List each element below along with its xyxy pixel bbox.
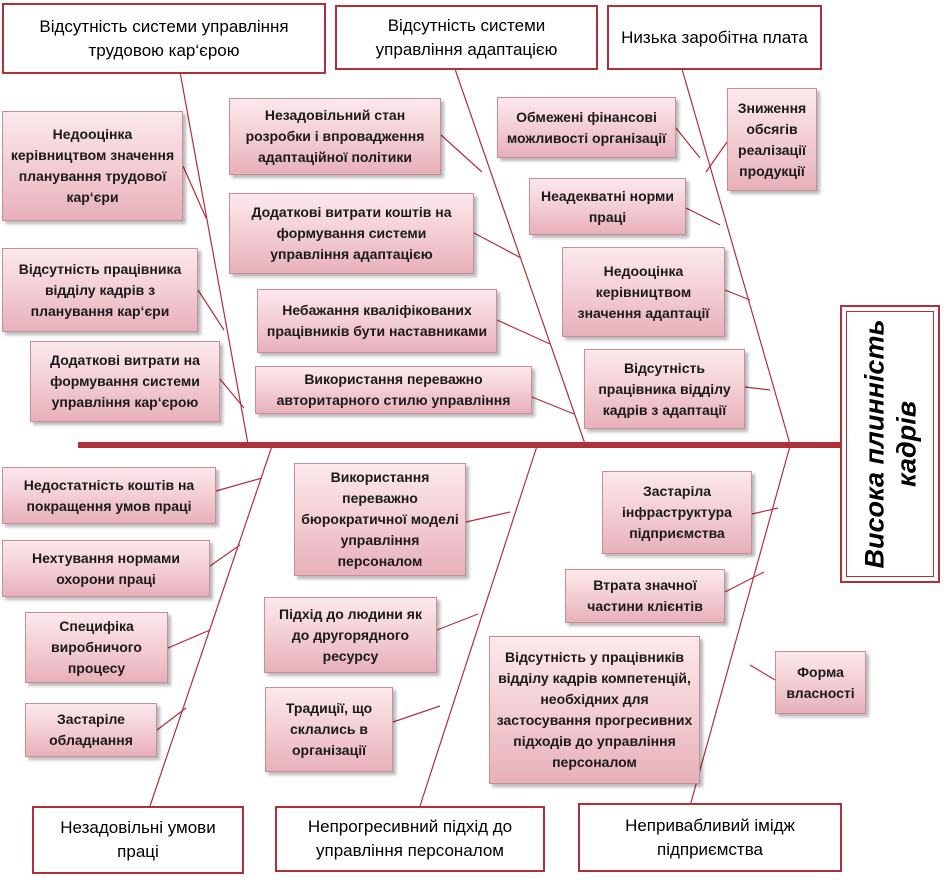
effect-box: Висока плинність кадрів xyxy=(840,305,940,583)
cause-appr-1: Використання переважно бюрократичної мод… xyxy=(294,463,466,576)
cause-salary-1: Обмежені фінансові можливості організаці… xyxy=(497,97,676,158)
bone-adaptation xyxy=(454,68,586,445)
bone-career xyxy=(179,71,249,445)
category-adaptation: Відсутність системи управління адаптаціє… xyxy=(335,5,598,70)
category-approach: Непрогресивний підхід до управління перс… xyxy=(275,806,545,872)
cause-salary-5: Зниження обсягів реалізації продукції xyxy=(727,88,817,191)
bone-approach xyxy=(419,445,538,807)
cause-cond-4: Застаріле обладнання xyxy=(25,703,157,757)
category-image: Непривабливий імідж підприємства xyxy=(578,803,842,872)
effect-title-line1: Висока плинність xyxy=(859,319,889,569)
category-career: Відсутність системи управління трудовою … xyxy=(2,3,326,74)
cause-salary-3: Недооцінка керівництвом значення адаптац… xyxy=(562,247,725,337)
cause-cond-3: Специфіка виробничого процесу xyxy=(25,612,168,683)
bone-salary xyxy=(681,68,791,445)
cause-img-1: Застаріла інфраструктура підприємства xyxy=(602,471,752,554)
cause-img-3: Відсутність у працівників відділу кадрів… xyxy=(489,636,700,784)
cause-appr-3: Традиції, що склались в організації xyxy=(265,687,393,772)
cause-appr-2: Підхід до людини як до другорядного ресу… xyxy=(264,597,437,673)
cause-salary-4: Відсутність працівника відділу кадрів з … xyxy=(584,349,745,429)
bone-conditions xyxy=(149,445,273,807)
effect-title: Висока плинність кадрів xyxy=(858,320,922,569)
cause-salary-2: Неадекватні норми праці xyxy=(529,178,686,235)
effect-title-line2: кадрів xyxy=(891,400,921,488)
cause-img-4: Форма власності xyxy=(775,651,866,714)
cause-career-1: Недооцінка керівництвом значення планува… xyxy=(2,111,183,221)
cause-cond-2: Нехтування нормами охорони праці xyxy=(2,540,210,597)
cause-adapt-1: Незадовільний стан розробки і впроваджен… xyxy=(229,98,441,175)
cause-career-3: Додаткові витрати на формування системи … xyxy=(30,341,220,422)
cause-cond-1: Недостатність коштів на покращення умов … xyxy=(2,467,216,524)
bone-image xyxy=(689,445,791,807)
category-salary: Низька заробітна плата xyxy=(607,5,822,70)
cause-img-2: Втрата значної частини клієнтів xyxy=(565,569,725,623)
cause-career-2: Відсутність працівника відділу кадрів з … xyxy=(2,248,198,332)
cause-adapt-2: Додаткові витрати коштів на формування с… xyxy=(229,193,474,274)
category-conditions: Незадовільні умови праці xyxy=(32,806,244,874)
cause-adapt-3: Небажання кваліфікованих працівників бут… xyxy=(257,289,497,353)
cause-adapt-4: Використання переважно авторитарного сти… xyxy=(255,366,532,414)
